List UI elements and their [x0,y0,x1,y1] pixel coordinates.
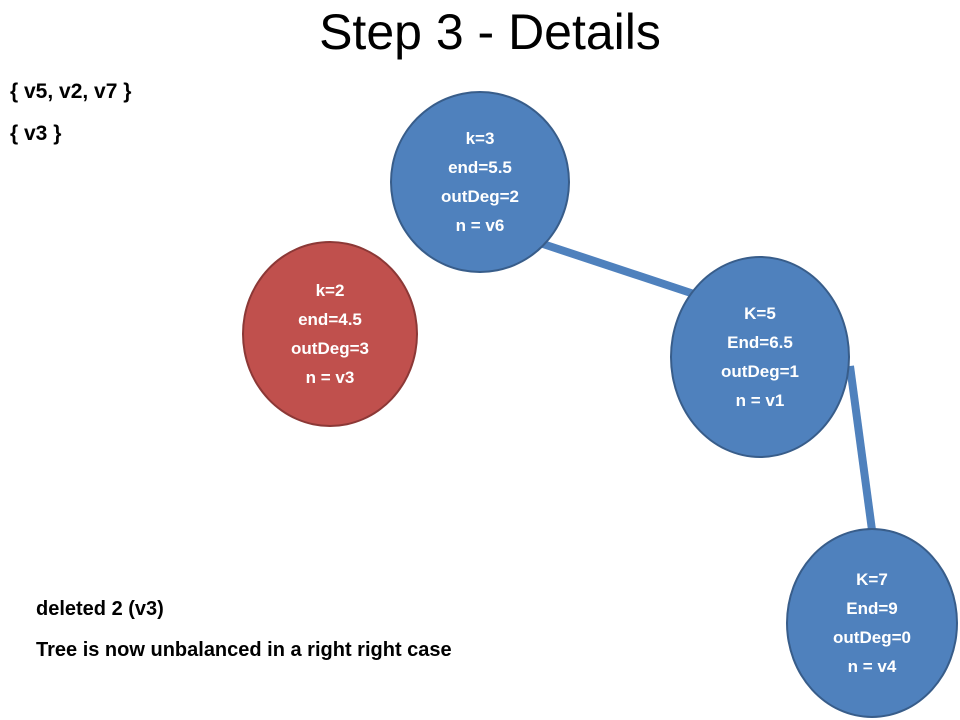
node-v4-name: n = v4 [847,657,897,676]
node-v3-key: k=2 [315,281,345,300]
set-label-2: { v3 } [10,122,62,145]
node-v6-name: n = v6 [455,216,505,235]
node-v1-outdeg: outDeg=1 [721,362,799,381]
node-v1-name: n = v1 [735,391,785,410]
node-v6-end: end=5.5 [448,158,512,177]
deletion-note: deleted 2 (v3) [36,598,164,620]
tree-node-v3: k=2 end=4.5 outDeg=3 n = v3 [242,241,418,427]
set-label-1: { v5, v2, v7 } [10,80,132,103]
tree-node-v4: K=7 End=9 outDeg=0 n = v4 [786,528,958,718]
node-v6-key: k=3 [465,129,495,148]
edge-v6-v1 [541,240,702,300]
node-v3-name: n = v3 [305,368,355,387]
tree-node-v1: K=5 End=6.5 outDeg=1 n = v1 [670,256,850,458]
node-v4-key: K=7 [856,570,888,589]
node-v1-end: End=6.5 [727,333,793,352]
node-v3-end: end=4.5 [298,310,362,329]
node-v4-end: End=9 [846,599,898,618]
node-v3-outdeg: outDeg=3 [291,339,369,358]
node-v1-key: K=5 [744,304,776,323]
tree-node-v6: k=3 end=5.5 outDeg=2 n = v6 [390,91,570,273]
node-v4-outdeg: outDeg=0 [833,628,911,647]
slide-title: Step 3 - Details [319,4,661,60]
balance-note: Tree is now unbalanced in a right right … [36,639,452,661]
node-v6-outdeg: outDeg=2 [441,187,519,206]
edge-v1-v4 [846,365,878,546]
